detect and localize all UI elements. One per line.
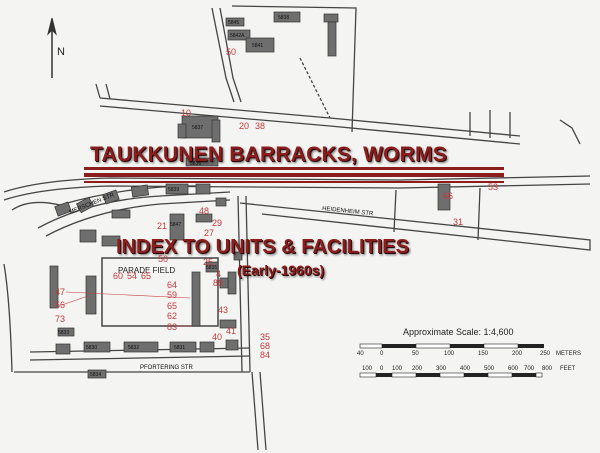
map-label: 5833	[58, 330, 69, 336]
map-label: 25	[203, 257, 213, 267]
scale-bar-meters	[359, 343, 544, 349]
map-label: 56	[55, 300, 65, 310]
map-label: 43	[218, 305, 228, 315]
map-label: 700	[524, 366, 535, 372]
north-arrow-icon	[47, 17, 57, 78]
map-label: 41	[226, 326, 236, 336]
map-label: 5841	[252, 43, 263, 49]
title-underline-middle	[84, 173, 504, 177]
parade-field	[101, 257, 219, 327]
building-number-labels: 5845 5842A 5838 5841 5837 5836 5839 5847…	[58, 15, 289, 378]
map-label: 89	[213, 278, 223, 288]
map-label: METERS	[556, 351, 581, 357]
map-label: 800	[542, 366, 553, 372]
map-label: 59	[167, 290, 177, 300]
map-label: 65	[141, 271, 151, 281]
map-label: 50	[412, 351, 419, 357]
map-label: 64	[167, 280, 177, 290]
leader-lines	[61, 291, 192, 327]
map-label: 150	[478, 351, 489, 357]
map-label: 5830	[86, 345, 97, 351]
map-label: 5845	[228, 20, 239, 26]
map-label: 40	[212, 332, 222, 342]
map-label: 50	[158, 254, 168, 264]
map-label: 300	[436, 366, 447, 372]
map-label: 5831	[174, 345, 185, 351]
map-label: 35	[260, 332, 270, 342]
scale-tick-labels: 40 0 50 100 150 200 250 METERS 100 0 100…	[357, 351, 581, 372]
map-label: 200	[412, 366, 423, 372]
map-label: 5839	[168, 187, 179, 193]
map-label: 53	[488, 182, 498, 192]
map-label: PFORTERING STR	[140, 365, 194, 371]
map-label: 54	[127, 271, 137, 281]
era-label: (Early-1960s)	[237, 262, 325, 278]
map-label: 100	[392, 366, 403, 372]
map-label: 83	[167, 322, 177, 332]
map-label: 200	[512, 351, 523, 357]
map-label: 400	[460, 366, 471, 372]
map-label: 62	[167, 311, 177, 321]
north-label: N	[57, 46, 65, 58]
map-label: HEIDENHEIM STR	[322, 206, 374, 217]
map-label: 31	[453, 217, 463, 227]
map-label: 5835	[206, 265, 217, 271]
map-label: 5832	[128, 345, 139, 351]
map-label: 29	[212, 218, 222, 228]
title-underline-bottom	[84, 181, 504, 183]
map-label: 5834	[90, 372, 101, 378]
map-label: 500	[484, 366, 495, 372]
map-label: 20	[239, 121, 249, 131]
map-label: 5842A	[230, 33, 245, 39]
map-label: 40	[357, 351, 364, 357]
map-label: 66	[443, 191, 453, 201]
map-label: 100	[444, 351, 455, 357]
unit-index-numbers: 50 10 20 38 53 66 31 48 21 27 29 50 25 4…	[55, 47, 498, 360]
map-label: 0	[380, 366, 384, 372]
parade-field-label: PARADE FIELD	[118, 266, 175, 275]
map-label: 60	[113, 271, 123, 281]
map-label: 47	[55, 287, 65, 297]
map-label: 5847	[170, 222, 181, 228]
road-network	[3, 5, 591, 451]
map-label: 5837	[192, 125, 203, 131]
buildings	[49, 11, 451, 379]
map-label: 250	[540, 351, 551, 357]
map-label: 5838	[278, 15, 289, 21]
map-label: 68	[260, 341, 270, 351]
title-underline-top	[84, 167, 504, 170]
map-label: FEET	[560, 366, 576, 372]
map-label: 5836	[190, 161, 201, 167]
map-label: 73	[55, 314, 65, 324]
map-label: 48	[199, 206, 209, 216]
map-label: 4	[216, 269, 221, 279]
map-label: 600	[508, 366, 519, 372]
map-label: 100	[362, 366, 373, 372]
map-label: 21	[157, 221, 167, 231]
map-label: 0	[380, 351, 384, 357]
map-label: 38	[255, 121, 265, 131]
map-label: 65	[167, 301, 177, 311]
map-label: 50	[226, 47, 236, 57]
scale-caption: Approximate Scale: 1:4,600	[403, 327, 514, 337]
map-label: 84	[260, 350, 270, 360]
map-label: 10	[181, 108, 191, 118]
map-subtitle: INDEX TO UNITS & FACILITIES	[116, 236, 409, 258]
scale-bar-feet	[359, 372, 543, 378]
map-title: TAUKKUNEN BARRACKS, WORMS	[90, 143, 447, 166]
map-label: 27	[204, 228, 214, 238]
